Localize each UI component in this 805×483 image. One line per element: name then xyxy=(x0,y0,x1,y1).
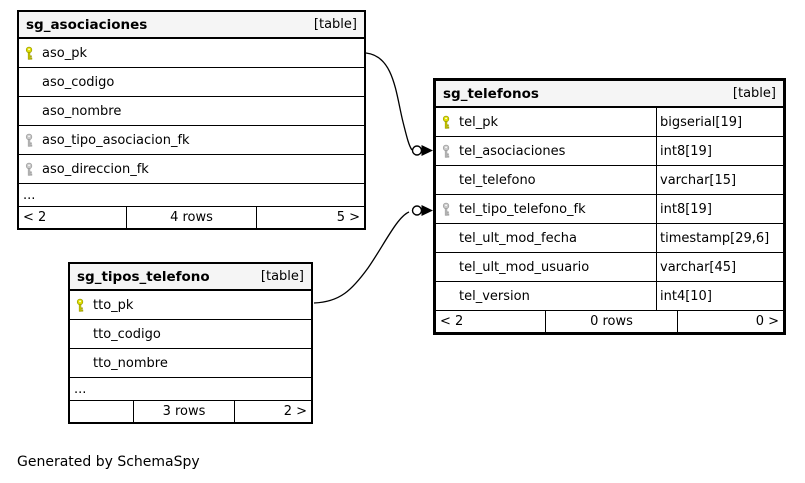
column-row-tel-asociaciones: tel_asociaciones int8[19] xyxy=(436,137,783,166)
column-name: tel_asociaciones xyxy=(459,143,566,159)
column-row-tel-tipo-telefono-fk: tel_tipo_telefono_fk int8[19] xyxy=(436,195,783,224)
table-sg-asociaciones[interactable]: sg_asociaciones [table] aso_pk aso_codig… xyxy=(17,10,366,230)
generator-note: Generated by SchemaSpy xyxy=(17,454,200,470)
column-name: tel_tipo_telefono_fk xyxy=(459,201,586,217)
column-name: aso_pk xyxy=(42,45,87,61)
column-row-tel-pk: tel_pk bigserial[19] xyxy=(436,108,783,137)
footer-row-count: 0 rows xyxy=(545,311,677,332)
table-type-badge: [table] xyxy=(732,86,776,101)
foreign-key-icon xyxy=(19,126,42,154)
key-icon-spacer xyxy=(436,166,459,194)
column-name: tel_version xyxy=(459,288,530,304)
column-type: int8[19] xyxy=(656,137,783,165)
column-row-tel-telefono: tel_telefono varchar[15] xyxy=(436,166,783,195)
footer-children-count xyxy=(70,401,133,422)
column-row-aso-nombre: aso_nombre xyxy=(19,97,364,126)
footer-parents-count: 2 > xyxy=(234,401,311,422)
table-sg-telefonos[interactable]: sg_telefonos [table] tel_pk bigserial[19… xyxy=(433,78,786,335)
relationship-zero-circle-icon xyxy=(411,145,423,156)
column-name: aso_nombre xyxy=(42,103,122,119)
footer-row-count: 3 rows xyxy=(133,401,234,422)
footer-children-count: < 2 xyxy=(23,210,47,225)
hidden-columns-ellipsis: ... xyxy=(19,184,364,207)
key-icon-spacer xyxy=(19,97,42,125)
column-row-tto-pk: tto_pk xyxy=(70,291,311,320)
primary-key-icon xyxy=(70,291,93,319)
table-name[interactable]: sg_asociaciones xyxy=(26,16,148,33)
footer-children-count: < 2 xyxy=(440,314,464,329)
table-type-badge: [table] xyxy=(313,17,357,32)
column-row-tto-codigo: tto_codigo xyxy=(70,320,311,349)
column-name: tel_ult_mod_fecha xyxy=(459,230,577,246)
column-type: bigserial[19] xyxy=(656,108,783,136)
relationship-zero-circle-icon xyxy=(411,205,423,216)
relationship-line-asociaciones-telefonos xyxy=(365,52,413,151)
foreign-key-icon xyxy=(436,137,459,165)
column-type: varchar[15] xyxy=(656,166,783,194)
primary-key-icon xyxy=(436,108,459,136)
column-row-tel-ult-mod-fecha: tel_ult_mod_fecha timestamp[29,6] xyxy=(436,224,783,253)
column-type: varchar[45] xyxy=(656,253,783,281)
column-name: tel_ult_mod_usuario xyxy=(459,259,590,275)
column-name: aso_tipo_asociacion_fk xyxy=(42,132,190,148)
footer-parents-count: 5 > xyxy=(256,207,364,228)
foreign-key-icon xyxy=(19,155,42,183)
column-row-aso-direccion-fk: aso_direccion_fk xyxy=(19,155,364,184)
column-name: tto_codigo xyxy=(93,326,161,342)
column-type: int4[10] xyxy=(656,282,783,310)
column-name: tto_pk xyxy=(93,297,134,313)
column-name: aso_direccion_fk xyxy=(42,161,149,177)
table-name[interactable]: sg_telefonos xyxy=(443,85,539,102)
column-row-tto-nombre: tto_nombre xyxy=(70,349,311,378)
column-name: tel_pk xyxy=(459,114,498,130)
column-name: tto_nombre xyxy=(93,355,168,371)
column-row-tel-version: tel_version int4[10] xyxy=(436,282,783,311)
table-name[interactable]: sg_tipos_telefono xyxy=(77,268,210,285)
column-type: timestamp[29,6] xyxy=(656,224,783,252)
column-row-tel-ult-mod-usuario: tel_ult_mod_usuario varchar[45] xyxy=(436,253,783,282)
column-row-aso-tipo-asociacion-fk: aso_tipo_asociacion_fk xyxy=(19,126,364,155)
table-footer: < 2 4 rows 5 > xyxy=(19,207,364,228)
key-icon-spacer xyxy=(70,320,93,348)
table-footer: < 2 0 rows 0 > xyxy=(436,311,783,332)
table-header[interactable]: sg_tipos_telefono [table] xyxy=(70,264,311,291)
table-header[interactable]: sg_asociaciones [table] xyxy=(19,12,364,39)
key-icon-spacer xyxy=(436,224,459,252)
key-icon-spacer xyxy=(436,282,459,310)
column-row-aso-pk: aso_pk xyxy=(19,39,364,68)
foreign-key-icon xyxy=(436,195,459,223)
column-name: aso_codigo xyxy=(42,74,115,90)
column-row-aso-codigo: aso_codigo xyxy=(19,68,364,97)
relationship-arrow-icon xyxy=(421,145,433,156)
key-icon-spacer xyxy=(19,68,42,96)
table-header[interactable]: sg_telefonos [table] xyxy=(436,81,783,108)
key-icon-spacer xyxy=(436,253,459,281)
column-type: int8[19] xyxy=(656,195,783,223)
table-footer: 3 rows 2 > xyxy=(70,401,311,422)
primary-key-icon xyxy=(19,39,42,67)
relationship-arrow-icon xyxy=(421,205,433,216)
column-name: tel_telefono xyxy=(459,172,536,188)
table-sg-tipos-telefono[interactable]: sg_tipos_telefono [table] tto_pk tto_cod… xyxy=(68,262,313,424)
footer-parents-count: 0 > xyxy=(677,311,783,332)
key-icon-spacer xyxy=(70,349,93,377)
hidden-columns-ellipsis: ... xyxy=(70,378,311,401)
footer-row-count: 4 rows xyxy=(126,207,256,228)
table-type-badge: [table] xyxy=(260,269,304,284)
